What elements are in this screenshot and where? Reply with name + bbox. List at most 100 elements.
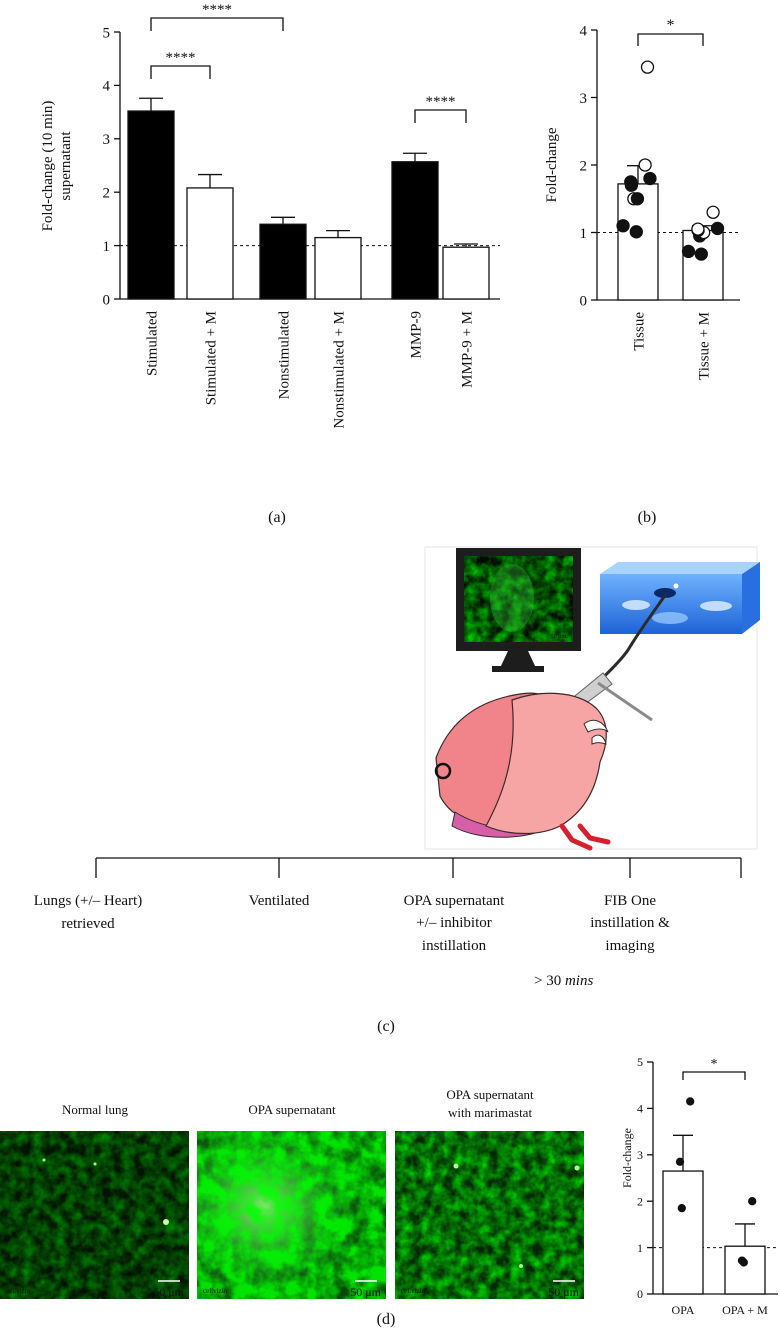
panel-b-data-point [710, 221, 725, 236]
monitor-icon: 50 μm [456, 548, 581, 672]
panel-b-significance-label: * [667, 17, 675, 34]
panel-a-significance-bracket: **** [414, 94, 467, 123]
panel-a-significance-label: **** [426, 94, 456, 110]
micrograph-3-title-line1: OPA supernatant [446, 1087, 534, 1102]
lungs-icon [434, 692, 611, 851]
panel-label-d: (d) [377, 1311, 396, 1328]
panel-b-category-label: Tissue + M [696, 312, 712, 380]
panel-b-data-point [694, 247, 708, 261]
panel-d-ytick-label: 0 [637, 1287, 643, 1301]
panel-a-chart: Fold-change (10 min) supernatant 012345S… [40, 2, 500, 429]
micrograph-3-title-line2: with marimastat [448, 1105, 533, 1120]
panel-d-data-point [677, 1204, 686, 1213]
panel-b-ytick-label: 2 [580, 158, 588, 174]
panel-d-significance-label: * [711, 1057, 718, 1072]
micrograph-2-title: OPA supernatant [248, 1102, 336, 1117]
panel-a-error-bar [198, 173, 222, 188]
panel-a-bar [259, 223, 307, 300]
panel-d-ytick-label: 1 [637, 1241, 643, 1255]
panel-a-significance-bracket: **** [150, 2, 284, 31]
timeline-step-3-line3: instillation [422, 938, 487, 954]
panel-b-data-point [630, 192, 645, 206]
panel-d-data-point [675, 1157, 685, 1166]
panel-b-category-label: Tissue [631, 312, 647, 351]
panel-b-ytick-label: 1 [580, 226, 588, 242]
panel-a-ytick-label: 1 [103, 239, 111, 255]
panel-b-data-point [691, 222, 705, 236]
panel-a-ytick-label: 5 [103, 25, 111, 41]
micrograph-opa-marimastat: OPA supernatant with marimastat cellvizi… [395, 1087, 584, 1299]
panel-a-bar [314, 236, 362, 300]
panel-b-data-point [616, 219, 630, 233]
panel-a-bar [186, 187, 234, 300]
panel-b-data-point [640, 60, 655, 74]
timeline-step-3-line1: OPA supernatant [404, 893, 506, 909]
panel-a-category-label: MMP-9 + M [459, 311, 475, 388]
micrograph-3-scale: 50 μm [548, 1285, 579, 1299]
panel-d-ytick-label: 4 [637, 1102, 643, 1116]
panel-d-bar [724, 1245, 766, 1295]
timeline-step-1-line2: retrieved [61, 916, 115, 932]
panel-d-significance-bracket: * [682, 1057, 746, 1080]
panel-a-category-label: MMP-9 [408, 311, 424, 359]
timeline: Lungs (+/– Heart) retrieved Ventilated O… [34, 857, 742, 989]
timeline-step-4-line2: instillation & [590, 915, 670, 931]
panel-b-data-point [624, 175, 638, 189]
timeline-step-4-line3: imaging [605, 938, 655, 954]
panel-a-significance-bracket: **** [150, 50, 211, 79]
duration-prefix: > 30 [534, 973, 565, 989]
panel-a-significance-label: **** [166, 50, 196, 66]
probe-cable [596, 593, 668, 684]
panel-b-ytick-label: 0 [580, 293, 588, 309]
micrograph-2-scale: 50 μm [350, 1285, 381, 1299]
timeline-duration: > 30 mins [534, 973, 593, 989]
panel-b-ytick-label: 4 [580, 23, 588, 39]
panel-a-ytick-label: 2 [103, 185, 111, 201]
panel-d-ytick-label: 3 [637, 1148, 643, 1162]
timeline-step-2: Ventilated [249, 893, 310, 909]
micrograph-1-title: Normal lung [62, 1102, 129, 1117]
timeline-step-3-line2: +/– inhibitor [416, 915, 492, 931]
panel-a-ytick-label: 4 [103, 79, 111, 95]
panel-d-error-bar [673, 1134, 693, 1172]
panel-a-ytick-label: 0 [103, 292, 111, 308]
panel-label-a: (a) [268, 509, 286, 526]
panel-a-category-label: Stimulated [144, 311, 160, 376]
micrograph-3-logo: cellvizio [401, 1287, 426, 1295]
panel-b-ylabel: Fold-change [544, 127, 560, 202]
setup-illustration: 50 μm [424, 546, 760, 851]
imaging-box-icon [600, 562, 760, 634]
panel-a-error-bar [326, 229, 350, 238]
panel-label-c: (c) [377, 1018, 395, 1035]
panel-b-data-point [638, 158, 652, 172]
panel-a-error-bar [403, 152, 427, 162]
panel-d-data-point [686, 1097, 695, 1106]
micrograph-2-logo: cellvizio [203, 1287, 228, 1295]
panel-d-ylabel: Fold-change [620, 1128, 634, 1188]
micrograph-normal-lung: Normal lung cellvizio 50 μm [0, 1102, 189, 1299]
panel-a-error-bar [139, 97, 163, 112]
panel-a-significance-label: **** [202, 2, 232, 18]
panel-b-ytick-label: 3 [580, 91, 588, 107]
panel-a-ylabel-line2: supernatant [58, 131, 74, 201]
timeline-step-1-line1: Lungs (+/– Heart) [34, 893, 142, 909]
panel-a-category-label: Stimulated + M [203, 311, 219, 405]
panel-a-category-label: Nonstimulated [276, 311, 292, 400]
panel-a-error-bar [454, 243, 478, 248]
timeline-step-4-line1: FIB One [604, 893, 656, 909]
panel-b-data-point [643, 171, 657, 186]
panel-d-data-point [748, 1197, 757, 1206]
panel-d-ytick-label: 2 [637, 1194, 643, 1208]
panel-a-bar [391, 161, 439, 300]
micrograph-opa-supernatant: OPA supernatant cellvizio 50 μm [197, 1102, 386, 1299]
panel-a-bar [442, 246, 490, 300]
panel-d-data-point [737, 1256, 747, 1265]
panel-a-ytick-label: 3 [103, 132, 111, 148]
micrograph-1-logo: cellvizio [6, 1287, 31, 1295]
duration-unit: mins [565, 973, 594, 989]
panel-d-category-label: OPA [672, 1303, 695, 1317]
panel-a-error-bar [271, 216, 295, 225]
